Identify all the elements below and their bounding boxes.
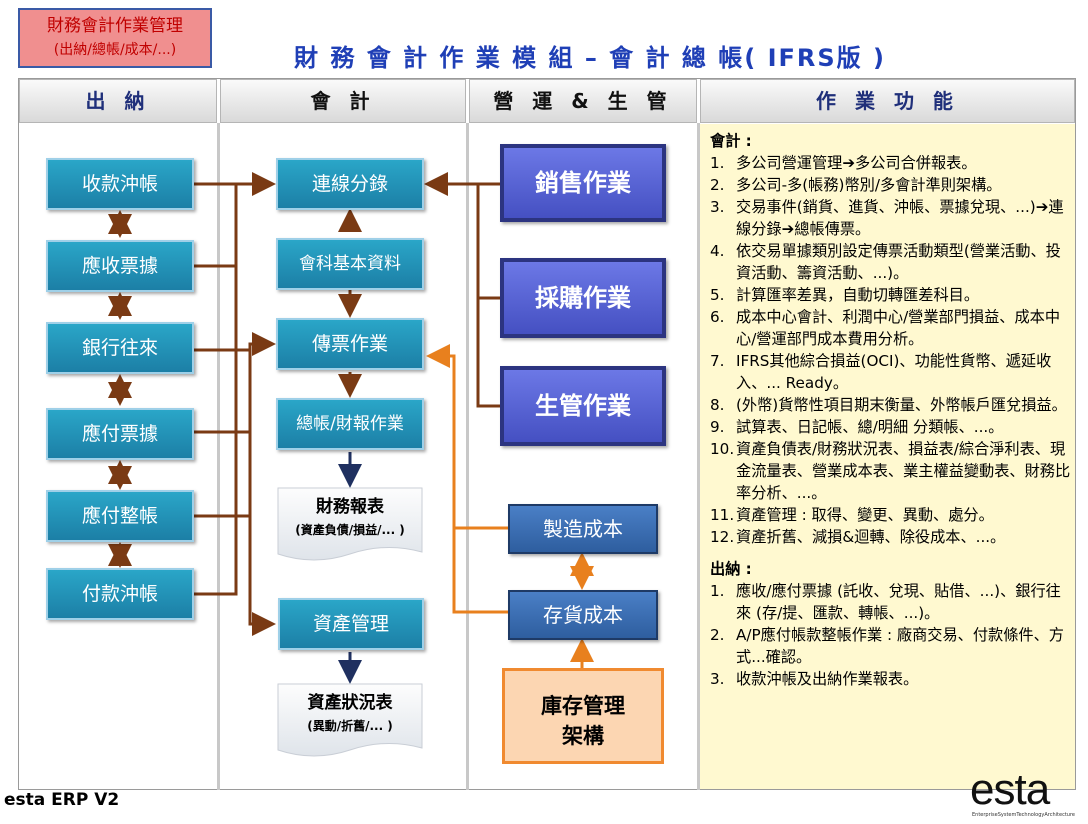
acc-function-item-number: 3. [710,198,725,216]
cashier-payment-offset[interactable]: 付款沖帳 [46,568,194,620]
acc-function-item: 1. 多公司營運管理➔多公司合併報表。 [710,152,1075,174]
asset-status-title: 資產狀況表 [307,693,393,713]
acc-function-item-text: 交易事件(銷貨、進貨、沖帳、票據兌現、...)➔連線分錄➔總帳傳票。 [736,198,1064,238]
acc-asset-management[interactable]: 資產管理 [278,598,424,650]
cash-function-item-text: A/P應付帳款整帳作業 : 廠商交易、付款條件、方式...確認。 [736,626,1064,666]
column-divider [697,123,700,790]
acc-function-item-number: 4. [710,242,725,260]
acc-function-item-number: 9. [710,418,725,436]
acc-functions-title: 會計 : [710,132,752,150]
brand-label: esta ERP V2 [4,790,120,810]
cash-function-item-number: 2. [710,626,725,644]
acc-function-item: 6. 成本中心會計、利潤中心/營業部門損益、成本中心/營運部門成本費用分析。 [710,306,1075,350]
acc-function-item-text: 成本中心會計、利潤中心/營業部門損益、成本中心/營運部門成本費用分析。 [736,308,1061,348]
header-cashier: 出 納 [19,79,217,123]
asset-status-sub: (異動/折舊/... ) [307,719,393,733]
header-operations: 營 運 & 生 管 [469,79,697,123]
header-accounting: 會 計 [220,79,466,123]
acc-function-item-text: 試算表、日記帳、總/明細 分類帳、...。 [736,418,1004,436]
cash-functions-list: 1. 應收/應付票據 (託收、兌現、貼借、...)、銀行往來 (存/提、匯款、轉帳… [710,580,1075,690]
acc-function-item: 3. 交易事件(銷貨、進貨、沖帳、票據兌現、...)➔連線分錄➔總帳傳票。 [710,196,1075,240]
cashier-notes-payable[interactable]: 應付票據 [46,408,194,460]
cash-function-item-number: 1. [710,582,725,600]
asset-status-doc: 資產狀況表 (異動/折舊/... ) [276,682,424,760]
esta-logo-icon: esta EnterpriseSystemTechnologyArchitect… [970,765,1075,818]
ops-warehouse-framework[interactable]: 庫存管理 架構 [502,668,664,764]
acc-function-item: 4. 依交易單據類別設定傳票活動類型(營業活動、投資活動、籌資活動、...)。 [710,240,1075,284]
acc-function-item-number: 1. [710,154,725,172]
cash-function-item-number: 3. [710,670,725,688]
acc-function-item-number: 5. [710,286,725,304]
cashier-bank-transactions[interactable]: 銀行往來 [46,322,194,374]
acc-online-entries[interactable]: 連線分錄 [276,158,424,210]
logo-subtext: EnterpriseSystemTechnologyArchitecture [972,812,1075,818]
acc-general-ledger[interactable]: 總帳/財報作業 [276,398,424,450]
acc-function-item-number: 8. [710,396,725,414]
financial-statements-doc: 財務報表 (資產負債/損益/... ) [276,486,424,564]
esta-logo: esta EnterpriseSystemTechnologyArchitect… [968,765,1086,820]
acc-function-item-number: 10. [710,440,735,458]
acc-function-item-text: (外幣)貨幣性項目期末衡量、外幣帳戶匯兌損益。 [736,396,1067,414]
acc-account-master[interactable]: 會科基本資料 [276,238,424,290]
acc-function-item-text: 依交易單據類別設定傳票活動類型(營業活動、投資活動、籌資活動、...)。 [736,242,1061,282]
acc-function-item-text: 多公司營運管理➔多公司合併報表。 [736,154,977,172]
ops-inventory-cost[interactable]: 存貨成本 [508,590,658,640]
acc-function-item: 11.資產管理 : 取得、變更、異動、處分。 [710,504,1075,526]
financial-statements-title: 財務報表 [316,497,384,517]
acc-function-item-text: IFRS其他綜合損益(OCI)、功能性貨幣、遞延收入、... Ready。 [736,352,1052,392]
cashier-receipt-offset[interactable]: 收款沖帳 [46,158,194,210]
acc-function-item-number: 7. [710,352,725,370]
ops-sales[interactable]: 銷售作業 [500,144,666,222]
acc-function-item-text: 多公司-多(帳務)幣別/多會計準則架構。 [736,176,1002,194]
ops-purchase[interactable]: 採購作業 [500,258,666,338]
acc-function-item: 5. 計算匯率差異，自動切轉匯差科目。 [710,284,1075,306]
acc-function-item-text: 資產折舊、減損&迴轉、除役成本、...。 [736,528,1006,546]
column-divider [466,123,469,790]
document-shape [277,683,423,757]
acc-function-item-number: 6. [710,308,725,326]
cash-functions-title: 出納 : [710,560,752,578]
cash-function-item: 2. A/P應付帳款整帳作業 : 廠商交易、付款條件、方式...確認。 [710,624,1075,668]
cash-function-item-text: 應收/應付票據 (託收、兌現、貼借、...)、銀行往來 (存/提、匯款、轉帳、.… [736,582,1061,622]
warehouse-line1: 庫存管理 [541,694,625,718]
module-tag-line1: 財務會計作業管理 [47,16,183,36]
page-title: 財 務 會 計 作 業 模 組 – 會 計 總 帳( IFRS版 ) [293,44,886,72]
acc-function-item: 8. (外幣)貨幣性項目期末衡量、外幣帳戶匯兌損益。 [710,394,1075,416]
acc-function-item-number: 2. [710,176,725,194]
acc-function-item: 2. 多公司-多(帳務)幣別/多會計準則架構。 [710,174,1075,196]
cashier-payable-consolidation[interactable]: 應付整帳 [46,490,194,542]
column-divider [217,123,220,790]
acc-function-item-text: 計算匯率差異，自動切轉匯差科目。 [736,286,979,304]
cash-function-item-text: 收款沖帳及出納作業報表。 [736,670,919,688]
cash-function-item: 1. 應收/應付票據 (託收、兌現、貼借、...)、銀行往來 (存/提、匯款、轉帳… [710,580,1075,624]
cashier-notes-receivable[interactable]: 應收票據 [46,240,194,292]
acc-function-item-text: 資產管理 : 取得、變更、異動、處分。 [736,506,994,524]
financial-statements-sub: (資產負債/損益/... ) [295,523,405,537]
functions-panel: 會計 : 1. 多公司營運管理➔多公司合併報表。 2. 多公司-多(帳務)幣別/多會計… [700,124,1075,789]
module-tag-line2: (出納/總帳/成本/...) [53,42,177,58]
acc-function-item: 10.資產負債表/財務狀況表、損益表/綜合淨利表、現金流量表、營業成本表、業主權… [710,438,1075,504]
module-tag: 財務會計作業管理 (出納/總帳/成本/...) [18,8,212,68]
acc-functions-list: 1. 多公司營運管理➔多公司合併報表。 2. 多公司-多(帳務)幣別/多會計準則架構。… [710,152,1075,548]
acc-function-item-number: 12. [710,528,735,546]
cash-function-item: 3. 收款沖帳及出納作業報表。 [710,668,1075,690]
logo-text: esta [970,766,1051,814]
warehouse-line2: 架構 [562,724,604,748]
header-functions: 作 業 功 能 [700,79,1075,123]
acc-voucher[interactable]: 傳票作業 [276,318,424,370]
acc-function-item-number: 11. [710,506,735,524]
ops-manufacturing-cost[interactable]: 製造成本 [508,504,658,554]
ops-production[interactable]: 生管作業 [500,366,666,446]
document-shape [277,487,423,561]
acc-function-item: 9. 試算表、日記帳、總/明細 分類帳、...。 [710,416,1075,438]
acc-function-item: 7. IFRS其他綜合損益(OCI)、功能性貨幣、遞延收入、... Ready。 [710,350,1075,394]
acc-function-item-text: 資產負債表/財務狀況表、損益表/綜合淨利表、現金流量表、營業成本表、業主權益變動… [736,440,1071,502]
acc-function-item: 12.資產折舊、減損&迴轉、除役成本、...。 [710,526,1075,548]
